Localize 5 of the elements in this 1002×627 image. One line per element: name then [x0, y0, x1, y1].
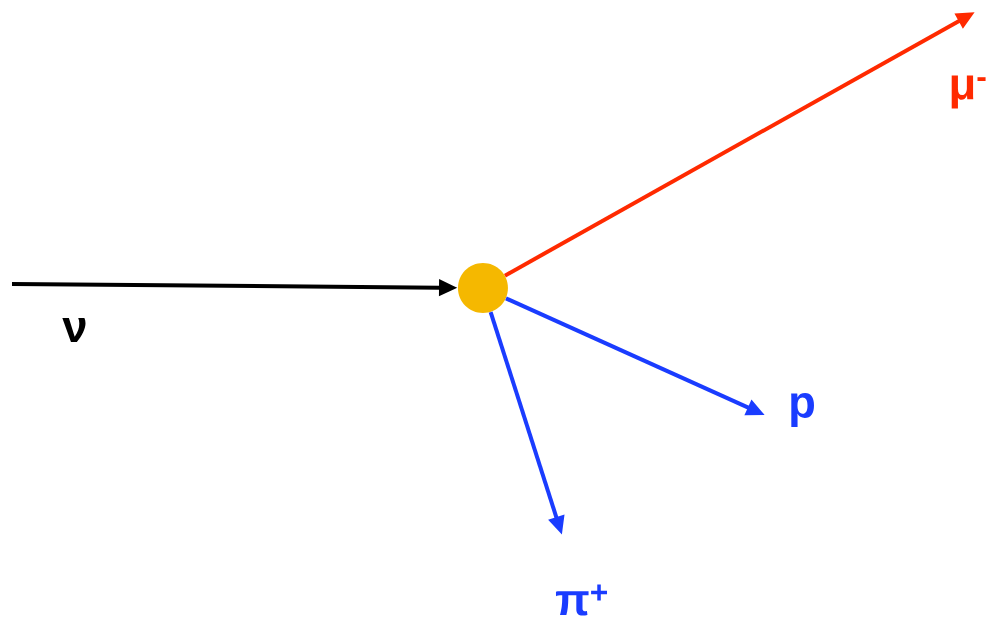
- particle-label: ν: [62, 318, 86, 342]
- particle-label: π$^{+}$: [555, 584, 607, 616]
- vertex-circle: [457, 263, 508, 314]
- particle-label: p: [791, 393, 814, 427]
- particle-label: μ$^{-}$: [951, 75, 986, 109]
